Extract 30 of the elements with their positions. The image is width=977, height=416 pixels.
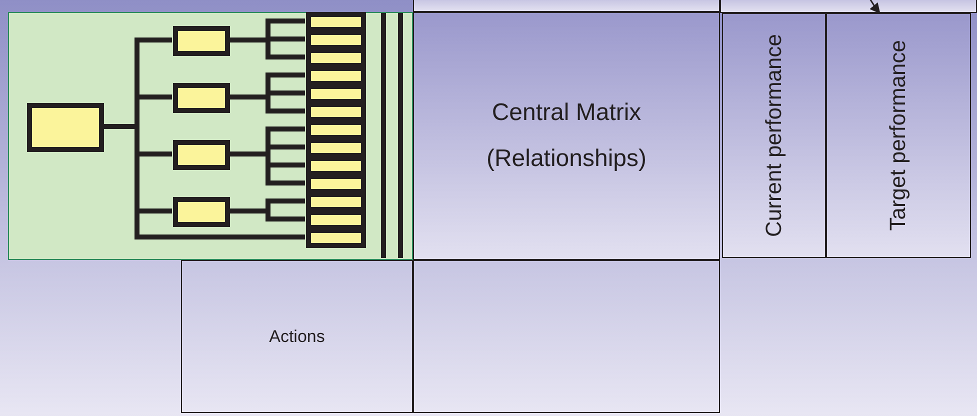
column-cell — [826, 13, 971, 258]
tree-box — [173, 26, 230, 56]
tree-box — [306, 84, 366, 104]
tree-box — [306, 228, 366, 248]
tree-box — [306, 12, 366, 32]
section-label: Actions — [269, 326, 325, 346]
column-heading: Target performance — [885, 40, 912, 231]
matrix-cell — [413, 12, 720, 260]
matrix-title: Central Matrix — [492, 99, 642, 127]
tree-box — [306, 156, 366, 176]
arrow — [868, 0, 880, 14]
tree-box — [27, 103, 104, 152]
tree-box — [306, 192, 366, 212]
tree-box — [306, 48, 366, 68]
tree-box — [306, 138, 366, 158]
tree-box — [306, 174, 366, 194]
tree-box — [173, 197, 230, 227]
tree-box — [306, 102, 366, 122]
tree-box — [306, 120, 366, 140]
tree-panel — [8, 12, 413, 260]
tree-box — [173, 83, 230, 113]
grid-cell — [181, 260, 413, 413]
tree-box — [173, 140, 230, 170]
grid-cell — [413, 260, 720, 413]
tree-box — [306, 66, 366, 86]
column-cell — [722, 13, 826, 258]
matrix-subtitle: (Relationships) — [486, 145, 647, 173]
column-heading: Current performance — [760, 34, 787, 237]
tree-box — [306, 210, 366, 230]
tree-box — [306, 30, 366, 50]
